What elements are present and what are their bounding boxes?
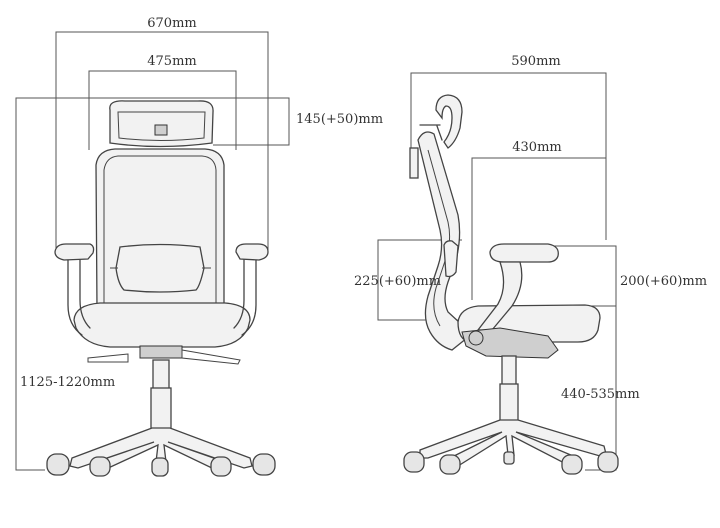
front-caster-3 (151, 457, 169, 477)
dim-seat-depth-line (471, 157, 606, 300)
front-view-chair (46, 100, 276, 477)
side-armrest-pad (489, 243, 559, 263)
side-lumbar-pad (443, 240, 459, 278)
label-headrest-adjustment: 145(+50)mm (296, 112, 383, 127)
dim-overall-width-line (55, 31, 269, 250)
label-overall-height: 1125-1220mm (20, 375, 115, 390)
side-dimension-lines (377, 72, 617, 471)
front-left-armrest-pad (54, 243, 95, 261)
label-lumbar-adjustment: 225(+60)mm (354, 274, 441, 289)
side-caster-1 (403, 451, 425, 473)
label-overall-depth: 590mm (511, 54, 560, 69)
dim-headrest-line (130, 97, 290, 146)
side-mechanism-knob (468, 330, 484, 346)
dim-overall-height-line (15, 97, 138, 471)
front-caster-2 (89, 456, 111, 477)
front-right-arm-support (233, 259, 257, 336)
dim-overall-depth-line (410, 72, 607, 240)
front-caster-5 (252, 453, 276, 476)
front-headrest-inner (117, 111, 206, 141)
side-mechanism (461, 327, 559, 359)
side-caster-2 (439, 454, 461, 475)
front-caster-4 (210, 456, 232, 477)
front-left-arm-support (67, 259, 91, 336)
front-mechanism (139, 345, 183, 359)
front-mechanism-lever-left (87, 353, 129, 363)
label-seat-depth: 430mm (512, 140, 561, 155)
side-gas-cylinder-top (501, 355, 517, 387)
front-gas-cylinder-top (152, 359, 170, 391)
front-lumbar-pad (115, 243, 205, 293)
front-headrest-clip (154, 124, 168, 136)
front-right-armrest-pad (235, 243, 269, 261)
front-gas-cylinder-sleeve (150, 387, 172, 431)
side-caster-3 (503, 451, 515, 465)
dim-back-width-line (88, 70, 237, 150)
side-caster-4 (561, 454, 583, 475)
label-overall-width: 670mm (147, 16, 196, 31)
front-headrest (109, 100, 214, 148)
dimension-labels: 670mm 475mm 145(+50)mm 1125-1220mm 590mm… (20, 16, 707, 402)
label-back-width: 475mm (147, 54, 196, 69)
side-headrest-mount (419, 124, 443, 141)
side-headrest (435, 94, 463, 149)
front-backrest-mesh (103, 155, 217, 306)
front-seat (73, 302, 251, 348)
dim-lumbar-line (377, 239, 462, 321)
front-dimension-lines (15, 31, 290, 471)
side-headrest-post (409, 147, 419, 179)
front-mechanism-lever-right (181, 349, 241, 365)
front-caster-1 (46, 453, 70, 476)
label-seat-height: 440-535mm (561, 387, 640, 402)
side-gas-cylinder-sleeve (499, 383, 519, 423)
side-caster-5 (597, 451, 619, 473)
side-view-chair (403, 94, 619, 475)
label-armrest-adjustment: 200(+60)mm (620, 274, 707, 289)
